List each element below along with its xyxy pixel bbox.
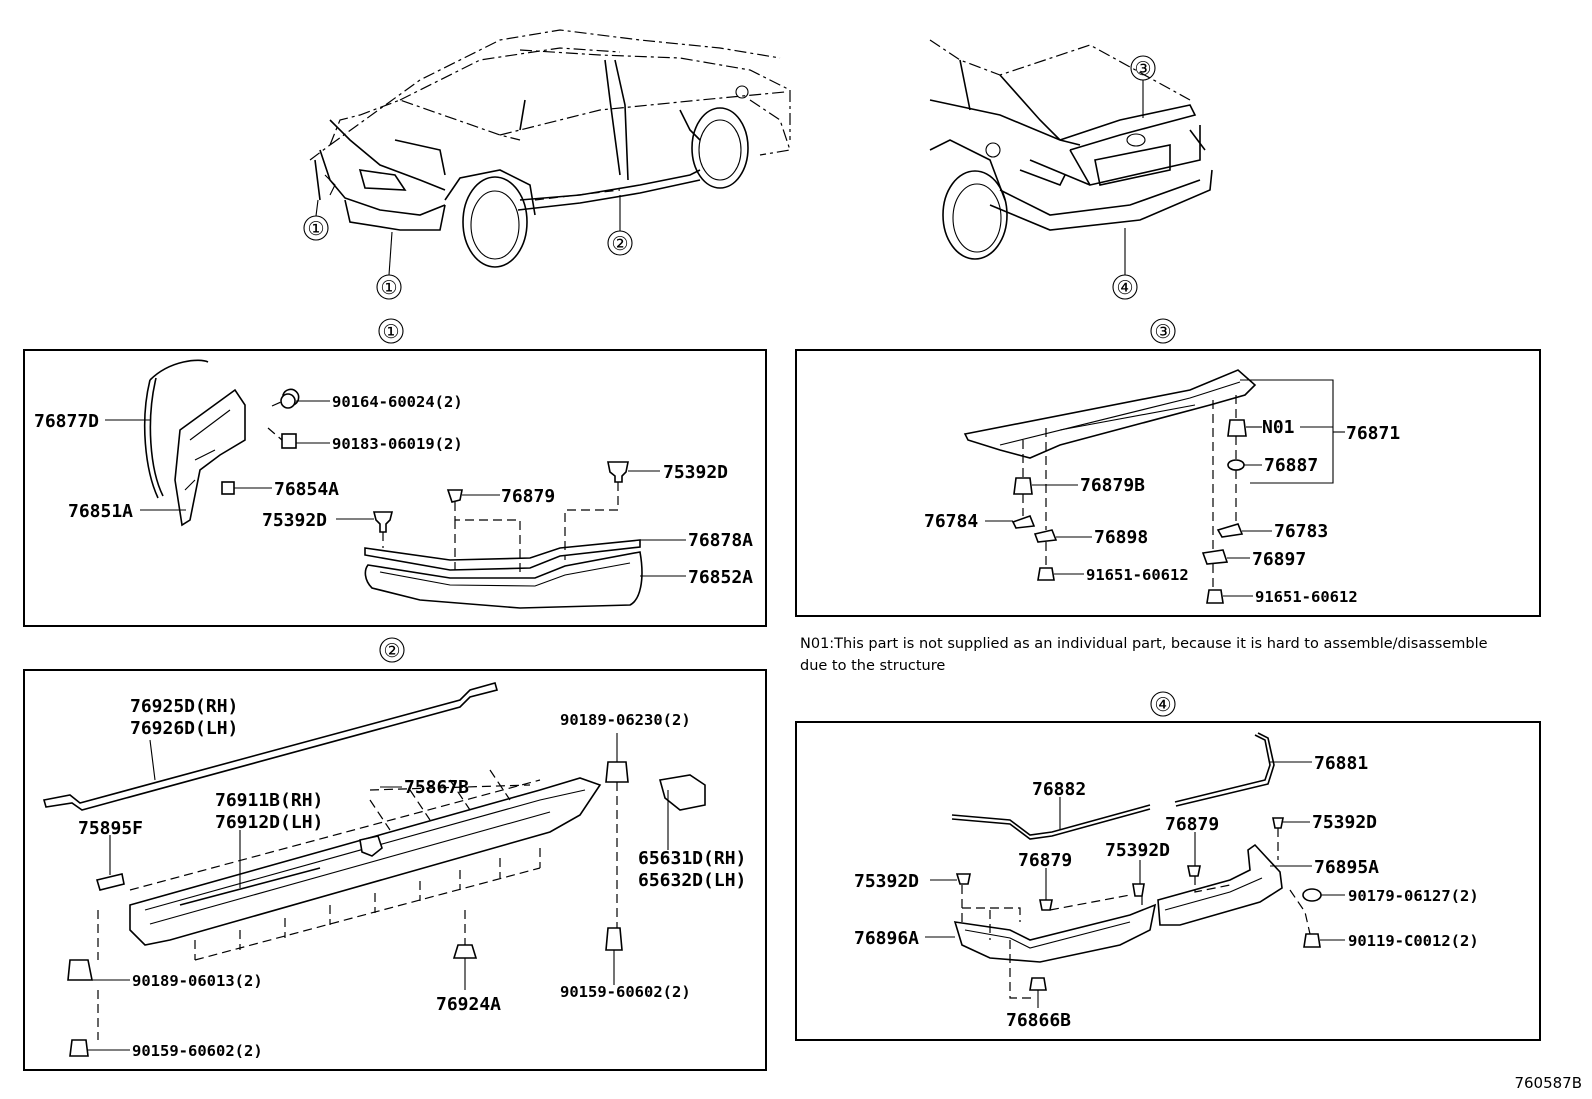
part-76854A[interactable]: 76854A — [274, 479, 339, 500]
part-76784[interactable]: 76784 — [924, 511, 978, 532]
part-75867B[interactable]: 75867B — [404, 777, 469, 798]
callout-1-label: ① — [307, 218, 324, 240]
part-76911B[interactable]: 76911B(RH) — [215, 790, 323, 811]
part-76912D[interactable]: 76912D(LH) — [215, 812, 323, 833]
callout-3-label: ③ — [1134, 58, 1151, 80]
part-76852A[interactable]: 76852A — [688, 567, 753, 588]
part-76926D[interactable]: 76926D(LH) — [130, 718, 238, 739]
front-car-illustration — [309, 29, 791, 268]
part-90119-C0012[interactable]: 90119-C0012(2) — [1348, 932, 1479, 950]
panel-1-title: ① — [382, 321, 399, 343]
n01-note-line-2: due to the structure — [800, 658, 946, 674]
part-76879-b[interactable]: 76879 — [1165, 814, 1219, 835]
n01-note: N01:This part is not supplied as an indi… — [800, 633, 1580, 677]
callout-2-label: ② — [611, 233, 628, 255]
part-76887[interactable]: 76887 — [1264, 455, 1318, 476]
panel-4-title: ④ — [1154, 694, 1171, 716]
part-76879-a[interactable]: 76879 — [1018, 850, 1072, 871]
part-76783[interactable]: 76783 — [1274, 521, 1328, 542]
part-76879[interactable]: 76879 — [501, 486, 555, 507]
part-75895F[interactable]: 75895F — [78, 818, 143, 839]
part-76925D[interactable]: 76925D(RH) — [130, 696, 238, 717]
part-N01[interactable]: N01 — [1262, 417, 1295, 438]
part-75392D-a[interactable]: 75392D — [663, 462, 728, 483]
part-75392D-b[interactable]: 75392D — [262, 510, 327, 531]
callout-4-label: ④ — [1116, 277, 1133, 299]
part-90179-06127[interactable]: 90179-06127(2) — [1348, 887, 1479, 905]
part-90189-06230[interactable]: 90189-06230(2) — [560, 711, 691, 729]
part-91651-60612-b[interactable]: 91651-60612 — [1255, 588, 1358, 606]
front-car-callout-1a[interactable]: ① — [303, 199, 329, 241]
panel-3: ③ — [795, 318, 1541, 617]
part-76896A[interactable]: 76896A — [854, 928, 919, 949]
panel-1: ① — [23, 318, 767, 627]
rear-car-callout-3[interactable]: ③ — [1130, 55, 1156, 118]
part-90189-06013[interactable]: 90189-06013(2) — [132, 972, 263, 990]
part-76866B[interactable]: 76866B — [1006, 1010, 1071, 1031]
rear-car-callout-4[interactable]: ④ — [1112, 228, 1138, 300]
part-76898[interactable]: 76898 — [1094, 527, 1148, 548]
part-75392D-b[interactable]: 75392D — [1105, 840, 1170, 861]
part-76877D[interactable]: 76877D — [34, 411, 99, 432]
front-car-callout-2[interactable]: ② — [607, 195, 633, 256]
panel-2: ② — [23, 637, 767, 1071]
part-90159-60602-b[interactable]: 90159-60602(2) — [132, 1042, 263, 1060]
diagram-code: 760587B — [1514, 1074, 1582, 1092]
panel-4: ④ — [795, 691, 1541, 1041]
part-76851A[interactable]: 76851A — [68, 501, 133, 522]
part-90159-60602-a[interactable]: 90159-60602(2) — [560, 983, 691, 1001]
part-76879B[interactable]: 76879B — [1080, 475, 1145, 496]
panel-2-title: ② — [383, 640, 400, 662]
part-76881[interactable]: 76881 — [1314, 753, 1368, 774]
part-90164-60024[interactable]: 90164-60024(2) — [332, 393, 463, 411]
callout-1-label: ① — [380, 277, 397, 299]
part-65632D[interactable]: 65632D(LH) — [638, 870, 746, 891]
panel-3-title: ③ — [1154, 321, 1171, 343]
n01-note-line-1: N01:This part is not supplied as an indi… — [800, 636, 1488, 652]
part-76897[interactable]: 76897 — [1252, 549, 1306, 570]
part-75392D-c[interactable]: 75392D — [1312, 812, 1377, 833]
part-76895A[interactable]: 76895A — [1314, 857, 1379, 878]
part-76871[interactable]: 76871 — [1346, 423, 1400, 444]
part-91651-60612-a[interactable]: 91651-60612 — [1086, 566, 1189, 584]
part-76882[interactable]: 76882 — [1032, 779, 1086, 800]
part-76878A[interactable]: 76878A — [688, 530, 753, 551]
part-65631D[interactable]: 65631D(RH) — [638, 848, 746, 869]
part-90183-06019[interactable]: 90183-06019(2) — [332, 435, 463, 453]
rear-car-illustration — [929, 39, 1213, 260]
part-76924A[interactable]: 76924A — [436, 994, 501, 1015]
part-75392D-a[interactable]: 75392D — [854, 871, 919, 892]
front-car-callout-1b[interactable]: ① — [376, 231, 402, 300]
